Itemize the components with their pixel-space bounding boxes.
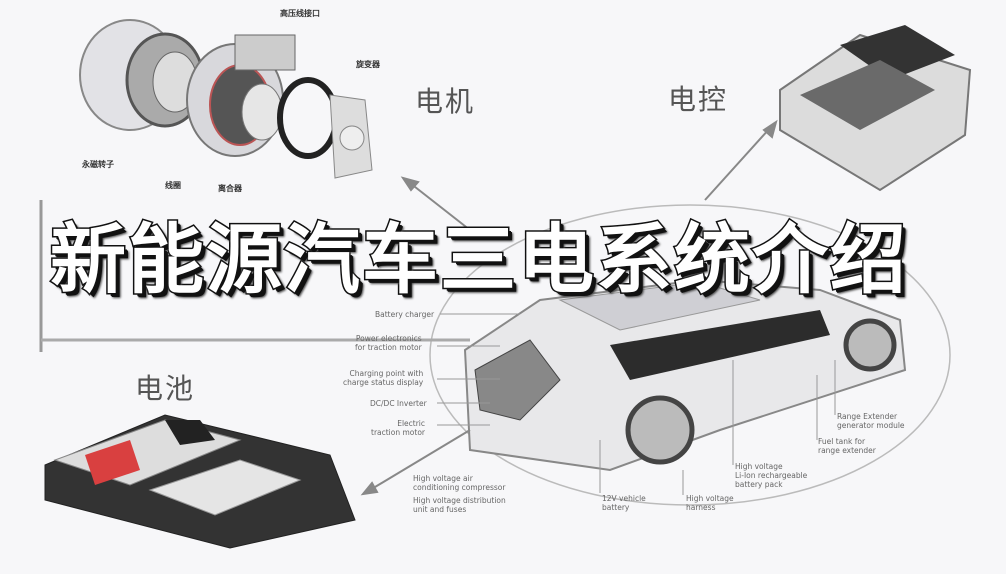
controller-illustration xyxy=(779,25,972,192)
car-label-power-electronics: Power electronics for traction motor xyxy=(355,334,422,352)
arrows xyxy=(360,119,778,496)
car-label-distribution: High voltage distribution unit and fuses xyxy=(413,496,506,514)
page-title: 新能源汽车三电系统介绍 xyxy=(49,215,908,304)
car-label-12v-battery: 12V vehicle battery xyxy=(602,494,646,512)
motor-illustration xyxy=(79,19,373,179)
section-label-motor: 电机 xyxy=(415,85,476,118)
section-label-battery: 电池 xyxy=(135,372,196,405)
car-label-harness: High voltage harness xyxy=(686,494,734,512)
car-label-range-extender: Range Extender generator module xyxy=(837,412,905,430)
car-label-battery-charger: Battery charger xyxy=(375,310,435,319)
car-illustration xyxy=(463,278,907,472)
section-label-controller: 电控 xyxy=(668,83,729,116)
motor-part-label: 线圈 xyxy=(165,181,181,190)
motor-part-label: 离合器 xyxy=(218,184,242,193)
car-label-ac-compressor: High voltage air conditioning compressor xyxy=(413,474,506,492)
car-outline-ellipse xyxy=(429,204,951,506)
car-label-traction-motor: Electric traction motor xyxy=(371,419,426,437)
leader-lines xyxy=(437,313,836,495)
motor-part-label: 永磁转子 xyxy=(82,160,114,169)
car-label-hv-battery: High voltage Li-Ion rechargeable battery… xyxy=(735,462,808,489)
motor-part-label: 高压线接口 xyxy=(280,9,320,18)
car-label-fuel-tank: Fuel tank for range extender xyxy=(818,437,876,455)
battery-pack-illustration xyxy=(44,414,356,549)
motor-part-label: 旋变器 xyxy=(356,60,380,69)
car-label-dcdc: DC/DC Inverter xyxy=(370,399,427,408)
car-label-charging-point: Charging point with charge status displa… xyxy=(343,369,424,387)
